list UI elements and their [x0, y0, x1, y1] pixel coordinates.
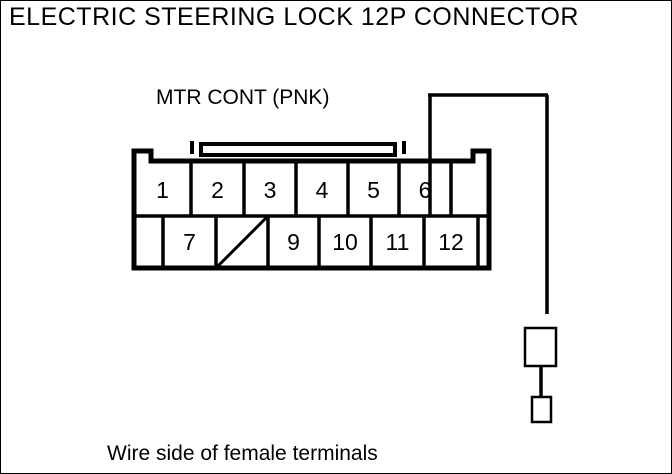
- pin-cell-1[interactable]: 1: [156, 177, 169, 203]
- top-row-dividers: [189, 161, 453, 216]
- bottom-row-dividers: [161, 216, 480, 268]
- terminal-symbol-small: [530, 395, 553, 424]
- connector-latch-tab: [190, 141, 406, 157]
- pin-cell-10[interactable]: 10: [332, 229, 358, 255]
- wire-path-mtr-cont: [428, 93, 549, 314]
- blank-cavity-slash-icon: [215, 215, 269, 269]
- terminal-symbol-large: [523, 326, 558, 368]
- pin-cell-12[interactable]: 12: [438, 229, 464, 255]
- wire-label-mtr-cont: MTR CONT (PNK): [156, 86, 330, 109]
- pin-cell-4[interactable]: 4: [315, 177, 329, 203]
- pin-cell-9[interactable]: 9: [287, 229, 300, 255]
- diagram-caption: Wire side of female terminals: [107, 442, 378, 465]
- connector-body-outline: [131, 148, 492, 271]
- pin-cell-6[interactable]: 6: [418, 177, 432, 203]
- pin-cell-11[interactable]: 11: [385, 229, 410, 255]
- pin-cell-2[interactable]: 2: [211, 177, 224, 203]
- pin-cell-7[interactable]: 7: [183, 229, 196, 255]
- pin-cell-5[interactable]: 5: [367, 177, 380, 203]
- pin-cell-3[interactable]: 3: [263, 177, 277, 203]
- page-title: ELECTRIC STEERING LOCK 12P CONNECTOR: [9, 3, 579, 31]
